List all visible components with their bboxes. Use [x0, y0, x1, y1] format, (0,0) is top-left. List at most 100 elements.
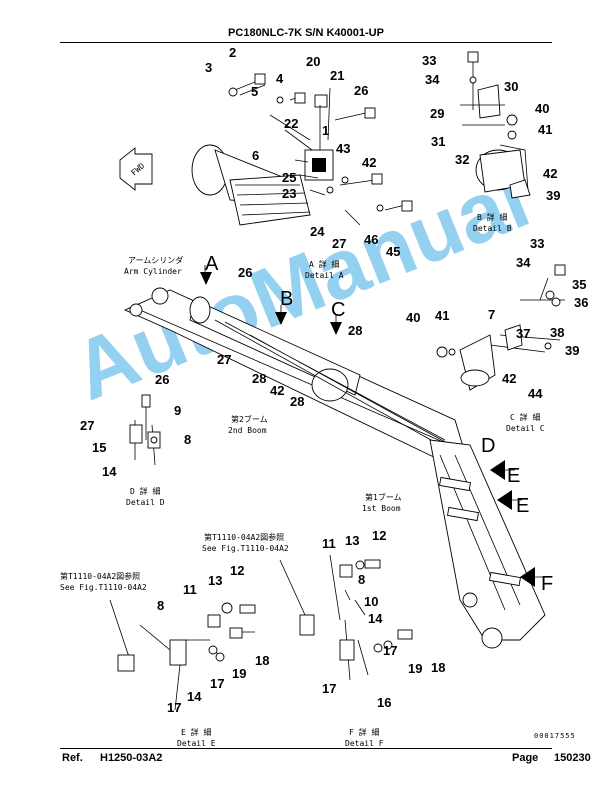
- callout: 26: [155, 372, 169, 387]
- callout: 40: [535, 101, 549, 116]
- main-boom-drawing: [123, 265, 546, 649]
- callout: 20: [306, 54, 320, 69]
- callout: 11: [322, 536, 336, 551]
- callout: 17: [167, 700, 181, 715]
- letter-e2: E: [516, 495, 529, 517]
- detail-e-drawing: [109, 599, 256, 711]
- callout: 14: [368, 611, 383, 626]
- callout: 27: [332, 236, 346, 251]
- footer-page-label: Page: [512, 752, 539, 764]
- detail-b-en: Detail B: [473, 224, 512, 233]
- callouts-a: 2 3 4 5 20 21 22 1 26 6 25 23 43 42 24 2…: [205, 45, 400, 259]
- see-fig-e-en: See Fig.T1110-04A2: [60, 583, 147, 592]
- callout: 27: [217, 352, 231, 367]
- callout: 34: [425, 72, 440, 87]
- footer-ref-label: Ref.: [62, 752, 83, 764]
- callout: 18: [431, 660, 445, 675]
- detail-c-drawing: [436, 264, 566, 391]
- callout: 19: [408, 661, 422, 676]
- letter-b: B: [280, 288, 293, 310]
- callout: 39: [546, 188, 560, 203]
- callout: 44: [528, 386, 543, 401]
- arm-cylinder-label-jp: アームシリンダ: [128, 255, 183, 265]
- footer-page-value: 150230: [554, 752, 591, 764]
- callout: 32: [455, 152, 469, 167]
- callout: 33: [530, 236, 544, 251]
- callout: 40: [406, 310, 420, 325]
- detail-a-en: Detail A: [305, 271, 344, 280]
- callout: 35: [572, 277, 586, 292]
- detail-a-drawing: [119, 73, 413, 226]
- arm-cylinder-label-en: Arm Cylinder: [124, 267, 182, 276]
- callouts-f: 11 13 12 8 10 14 17 19 18 17 16: [322, 528, 445, 710]
- boom1-label-jp: 第1ブーム: [365, 492, 402, 502]
- footer-ref-value: H1250-03A2: [100, 752, 163, 764]
- callout: 12: [372, 528, 386, 543]
- detail-d-en: Detail D: [126, 498, 165, 507]
- detail-e-en: Detail E: [177, 739, 216, 748]
- callout: 3: [205, 60, 212, 75]
- callout: 7: [488, 307, 495, 322]
- callout: 28: [348, 323, 362, 338]
- detail-d-drawing: [129, 394, 161, 466]
- callout: 14: [102, 464, 117, 479]
- callouts-main: 26 28 27 28 42 28: [217, 265, 362, 409]
- callout: 6: [252, 148, 259, 163]
- callout: 28: [290, 394, 304, 409]
- callout: 12: [230, 563, 244, 578]
- callouts-b: 33 34 30 29 31 40 41 32 42 39: [422, 53, 560, 203]
- callouts-e: 13 12 11 8 17 19 18 14 17: [157, 563, 269, 715]
- callout: 16: [377, 695, 391, 710]
- image-code: 00017555: [534, 732, 576, 740]
- boom1-label-en: 1st Boom: [362, 504, 401, 513]
- callout: 22: [284, 116, 298, 131]
- callout: 42: [362, 155, 376, 170]
- callout: 36: [574, 295, 588, 310]
- callout: 9: [174, 403, 181, 418]
- callouts-c: 33 34 35 36 7 40 41 37 38 39 42 44: [406, 236, 588, 401]
- callout: 18: [255, 653, 269, 668]
- callout: 17: [383, 643, 397, 658]
- letter-f: F: [541, 573, 553, 595]
- footer-rule: [60, 748, 552, 749]
- callout: 13: [208, 573, 222, 588]
- callout: 1: [322, 123, 329, 138]
- callout: 42: [543, 166, 557, 181]
- callout: 28: [252, 371, 266, 386]
- callout: 25: [282, 170, 296, 185]
- callout: 26: [354, 83, 368, 98]
- callout: 24: [310, 224, 325, 239]
- callout: 41: [538, 122, 552, 137]
- callout: 17: [322, 681, 336, 696]
- see-fig-f-en: See Fig.T1110-04A2: [202, 544, 289, 553]
- detail-d-jp: D 詳 細: [130, 486, 160, 496]
- detail-b-jp: B 詳 細: [477, 212, 507, 222]
- callout: 46: [364, 232, 378, 247]
- callouts-d: 26 9 27 8 15 14: [80, 372, 191, 479]
- letter-e1: E: [507, 465, 520, 487]
- labels: アームシリンダ Arm Cylinder A B C D E E F FWD 第…: [60, 161, 553, 748]
- callout: 30: [504, 79, 518, 94]
- callout: 38: [550, 325, 564, 340]
- see-fig-e-jp: 第T1110-04A2図参照: [60, 571, 140, 581]
- callout: 2: [229, 45, 236, 60]
- page-title: PC180NLC-7K S/N K40001-UP: [228, 27, 384, 39]
- callout: 43: [336, 141, 350, 156]
- boom2-label-en: 2nd Boom: [228, 426, 267, 435]
- callout: 27: [80, 418, 94, 433]
- callout: 8: [157, 598, 164, 613]
- letter-d: D: [481, 435, 495, 457]
- callout: 21: [330, 68, 344, 83]
- callout: 10: [364, 594, 378, 609]
- detail-f-jp: F 詳 細: [349, 727, 379, 737]
- callout: 33: [422, 53, 436, 68]
- callout: 41: [435, 308, 449, 323]
- detail-c-jp: C 詳 細: [510, 412, 540, 422]
- boom2-label-jp: 第2ブーム: [231, 414, 268, 424]
- callout: 5: [251, 84, 258, 99]
- callout: 8: [358, 572, 365, 587]
- callout: 17: [210, 676, 224, 691]
- callout: 14: [187, 689, 202, 704]
- callout: 15: [92, 440, 106, 455]
